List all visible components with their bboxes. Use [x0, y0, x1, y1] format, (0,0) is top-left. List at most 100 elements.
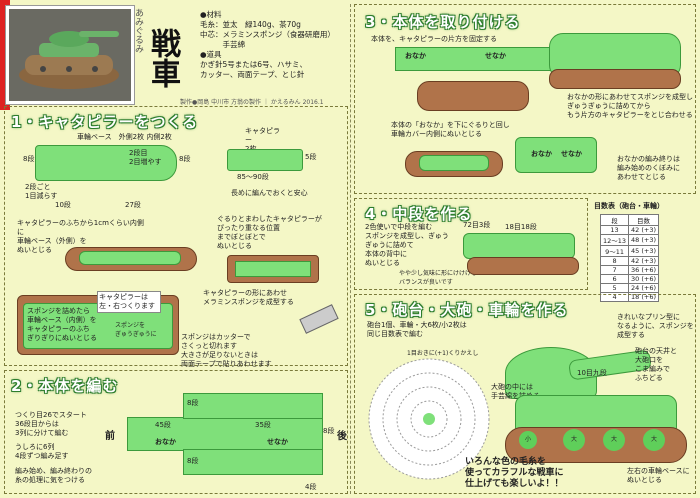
back-label: 後 — [337, 431, 347, 442]
spiral-text: 1目おきに(+1)くりかえし — [407, 350, 479, 357]
spiral-chart — [368, 358, 490, 480]
body-bottom-flap — [183, 449, 323, 475]
wheel-base-shape — [35, 145, 177, 181]
cat-loop-inner — [235, 261, 311, 277]
step4-a-text: 2色使いで中段を編む スポンジを成型し、ぎゅう ぎゅうに詰めて 本体の背中に ぬ… — [365, 223, 449, 267]
wheel-big: 大 — [603, 429, 625, 451]
step3-belly2: おなか — [531, 150, 552, 158]
wheel-small: 小 — [519, 431, 537, 449]
step1-f-text: スポンジはカッターで さくっと切れます 大きさが足りないときは 両面テープで貼り… — [181, 333, 272, 368]
step1-a-text: キャタピラーのふちから1cmくらい内側に 車輪ベース（外側）を ぬいとじる — [17, 219, 144, 254]
belly-label: おなか — [155, 438, 176, 446]
dim-4: 4段 — [305, 483, 317, 491]
step2-end-text: 編み始め、編み終わりの 糸の処理に気をつける — [15, 467, 92, 484]
count-table-title: 目数表（砲台・車輪） — [594, 202, 664, 210]
tank-photo — [6, 6, 134, 104]
dim-8b: 8段 — [323, 427, 335, 435]
cat-attached-inner — [79, 251, 181, 265]
step5-c-text: 砲台の天井と 大砲口を こま編みで ふちどる — [635, 347, 677, 382]
rows-72: 72目3段 — [463, 221, 491, 229]
wheel-big: 大 — [643, 429, 665, 451]
dim-27: 27段 — [125, 201, 141, 209]
step3-heading: 3・本体を取り付ける — [365, 13, 521, 31]
cannon-len: 10目九段 — [577, 369, 607, 377]
base-label: 車輪ベース 外側2枚 内側2枚 — [77, 133, 172, 141]
red-corner-bar — [0, 0, 10, 110]
step3-panel: 3・本体を取り付ける 本体を、キャタピラーの片方を固定する おなか せなか おな… — [354, 4, 696, 194]
tool-line: かぎ針5号または6号、ハサミ、 — [200, 60, 308, 69]
step1-d-text: スポンジを詰めたら 車輪ベース（内側）を キャタピラーのふち ぎりぎりにぬいとじ… — [27, 307, 97, 342]
dim-8a: 8段 — [187, 399, 199, 407]
body-piece — [127, 417, 323, 451]
cutter-icon — [299, 304, 339, 334]
middle-piece — [463, 233, 575, 259]
step5-e-text: 左右の車輪ベースに ぬいとじる — [627, 467, 690, 484]
note-every-2: 2段ごと 1目減らす — [25, 183, 58, 200]
step1-b-text: ぐるりとまわしたキャタピラーが ぴったり重なる位置 までぼとぼとで ぬいとじる — [217, 215, 322, 250]
material-line: 毛糸：並太 緑140g、茶70g — [200, 20, 301, 29]
dim-10: 10段 — [55, 201, 71, 209]
materials-box: ●材料 毛糸：並太 緑140g、茶70g 中芯：メラミンスポンジ（食器研磨用） … — [200, 10, 350, 80]
body-top-piece — [395, 47, 557, 71]
step3-belly: おなか — [405, 52, 426, 60]
step3-b-text: おなかの形にあわせてスポンジを成型し ぎゅうぎゅうに詰めてから もう片方のキャタ… — [567, 93, 693, 119]
belly-piece-step3 — [419, 155, 489, 171]
dim-8c: 8段 — [187, 457, 199, 465]
rows-18: 18目18段 — [505, 223, 537, 231]
step1-e-text: キャタピラーは 左・右つくります — [97, 291, 161, 313]
rows-right: 8段 — [179, 155, 191, 163]
step1-c-text: キャタピラーの形にあわせ メラミンスポンジを成型する — [203, 289, 294, 306]
material-line: 中芯：メラミンスポンジ（食器研磨用） — [200, 30, 335, 39]
dim-35: 35段 — [255, 421, 271, 429]
note-2nd-row-b: 2目増やす — [129, 158, 162, 166]
step3-a-text: 本体の「おなか」を下にぐるりと回し 車輪カバー内側にぬいとじる — [391, 121, 510, 138]
step5-d-text: 大砲の中には 手芸綿を詰める — [491, 383, 540, 400]
rows-left: 8段 — [23, 155, 35, 163]
step5-panel: 5・砲台・大砲・車輪を作る 砲台1個、車輪・大6枚/小2枚は 同じ目数表で編む … — [354, 294, 696, 494]
caterpillar-rows: 5段 — [305, 153, 317, 161]
caterpillar-note: 長めに編んでおくと安心 — [231, 189, 308, 197]
step4-b-text: やや少し気味に形にけけけるど バランスが良いです — [399, 270, 484, 286]
step2-start-text: つくり目26でスタート 36段目からは 3列に分けて編む — [15, 411, 87, 437]
cat-base-step3 — [417, 81, 529, 111]
step3-back: せなか — [485, 52, 506, 60]
tank-assembled-a-base — [549, 69, 681, 89]
sponge-label: スポンジを ぎゅうぎゅうに — [115, 322, 157, 338]
body-top-flap — [183, 393, 323, 419]
front-label: 前 — [105, 431, 115, 442]
column-divider — [350, 4, 352, 494]
step4-panel: 4・中段を作る 2色使いで中段を編む スポンジを成型し、ぎゅう ぎゅうに詰めて … — [354, 198, 588, 290]
caterpillar-strip — [227, 149, 303, 171]
step5-a-text: 砲台1個、車輪・大6枚/小2枚は 同じ目数表で編む — [367, 321, 467, 338]
tool-line: カッター、両面テープ、とじ針 — [200, 70, 305, 79]
caterpillar-length: 85〜90段 — [237, 173, 269, 181]
wheel-big: 大 — [563, 429, 585, 451]
note-2nd-row: 2段目 — [129, 149, 148, 157]
step4-heading: 4・中段を作る — [365, 205, 473, 223]
step5-heading: 5・砲台・大砲・車輪を作る — [365, 301, 569, 319]
step5-b-text: きれいなプリン型に なるように、スポンジを 成型する — [617, 313, 694, 339]
promo-text: いろんな色の毛糸を 使ってカラフルな戦車に 仕上げても楽しいよ！！ — [465, 457, 564, 489]
step3-back2: せなか — [561, 150, 582, 158]
step1-heading: 1・キャタピラーをつくる — [11, 113, 199, 131]
title-sub: あみぐるみ — [133, 8, 143, 53]
step2-heading: 2・本体を編む — [11, 377, 119, 395]
step3-c-text: おなかの編み終りは 編み始めのくぼみに あわせてとじる — [617, 155, 680, 181]
back-piece-label: せなか — [267, 438, 288, 446]
middle-base — [467, 257, 579, 275]
credit-line: 製作●岡島 中川市 方翁の製作 ｜ かえるみん 2016.1 — [180, 99, 324, 106]
step1-panel: 1・キャタピラーをつくる 車輪ベース 外側2枚 内側2枚 8段 8段 2段目 2… — [4, 106, 348, 368]
material-line: 手芸綿 — [200, 40, 245, 49]
page-title: 戦車 — [145, 28, 180, 88]
step3-intro: 本体を、キャタピラーの片方を固定する — [371, 35, 497, 43]
